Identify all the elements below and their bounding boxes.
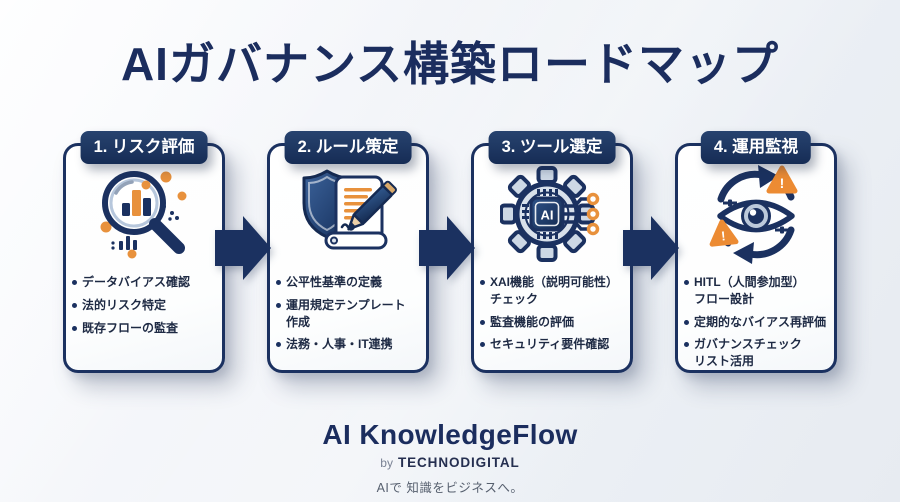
flow-arrow-icon — [623, 216, 679, 280]
step-4-header: 4. 運用監視 — [700, 131, 812, 164]
step-4-bullet-list: HITL（人間参加型） フロー設計 定期的なバイアス再評価 ガバナンスチェック … — [678, 274, 834, 370]
warning-triangle-icon: ! — [766, 165, 798, 194]
company-name: TECHNODIGITAL — [397, 455, 520, 470]
brand-logo: AI KnowledgeFlow — [322, 419, 578, 450]
step-2-header: 2. ルール策定 — [284, 131, 412, 164]
ai-chip-label: AI — [541, 208, 554, 223]
step-1-header: 1. リスク評価 — [80, 131, 208, 164]
step-1-icon-wrap — [66, 146, 222, 272]
svg-text:!: ! — [780, 175, 785, 191]
bullet-item: XAI機能（説明可能性） チェック — [480, 274, 628, 308]
step-1-bullet-list: データバイアス確認 法的リスク特定 既存フローの監査 — [66, 274, 222, 336]
footer: AI KnowledgeFlow by TECHNODIGITAL AIで 知識を… — [0, 419, 900, 496]
step-4-icon-wrap: ! ! — [678, 146, 834, 272]
bullet-item: 既存フローの監査 — [72, 320, 220, 337]
step-card-tool-selection: 3. ツール選定 — [471, 131, 633, 373]
bullet-item: 法務・人事・IT連携 — [276, 336, 424, 353]
bullet-item: 法的リスク特定 — [72, 297, 220, 314]
step-2-bullet-list: 公平性基準の定義 運用規定テンプレート 作成 法務・人事・IT連携 — [270, 274, 426, 353]
byline: by TECHNODIGITAL — [0, 455, 900, 470]
svg-text:!: ! — [720, 228, 726, 243]
page-title: AIガバナンス構築ロードマップ — [120, 38, 780, 90]
step-card-risk-assessment: 1. リスク評価 — [63, 131, 225, 373]
bullet-item: 運用規定テンプレート 作成 — [276, 297, 424, 331]
step-3-icon-wrap: AI — [474, 146, 630, 272]
magnifier-analysis-icon — [100, 171, 187, 259]
bullet-item: データバイアス確認 — [72, 274, 220, 291]
ai-chip-gear-icon: AI — [500, 166, 600, 262]
eye-monitoring-cycle-icon: ! ! — [709, 165, 798, 264]
flow-arrow-icon — [419, 216, 475, 280]
bullet-item: セキュリティ要件確認 — [480, 336, 628, 353]
flow-arrow-icon — [215, 216, 271, 280]
step-3-header: 3. ツール選定 — [488, 131, 616, 164]
by-label: by — [380, 456, 393, 470]
bullet-item: HITL（人間参加型） フロー設計 — [684, 274, 832, 308]
bullet-item: ガバナンスチェック リスト活用 — [684, 336, 832, 370]
step-card-operation-monitoring: 4. 運用監視 — [675, 131, 837, 373]
step-2-icon-wrap — [270, 146, 426, 272]
bullet-item: 公平性基準の定義 — [276, 274, 424, 291]
bullet-item: 監査機能の評価 — [480, 314, 628, 331]
roadmap-steps-row: 1. リスク評価 — [0, 131, 900, 373]
warning-triangle-icon: ! — [709, 219, 739, 247]
step-card-rule-making: 2. ルール策定 — [267, 131, 429, 373]
bullet-item: 定期的なバイアス再評価 — [684, 314, 832, 331]
tagline: AIで 知識をビジネスへ。 — [376, 481, 524, 495]
step-3-bullet-list: XAI機能（説明可能性） チェック 監査機能の評価 セキュリティ要件確認 — [474, 274, 630, 353]
shield-document-pencil-icon — [302, 169, 397, 250]
